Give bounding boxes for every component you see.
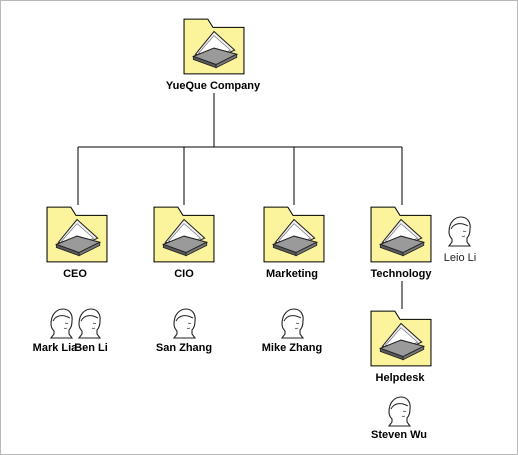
node-helpdesk-label: Helpdesk [376, 372, 426, 384]
user-icon [78, 308, 101, 339]
node-cio[interactable]: CIO [153, 206, 215, 280]
node-helpdesk[interactable]: Helpdesk [370, 310, 432, 384]
person-ben-li[interactable]: Ben Li [74, 308, 108, 354]
folder-scanner-icon [153, 206, 215, 263]
node-ceo[interactable]: CEO [46, 206, 108, 280]
folder-scanner-icon [370, 310, 432, 367]
person-mike-zhang-name: Mike Zhang [262, 342, 323, 354]
folder-scanner-icon [183, 18, 245, 75]
node-root-label: YueQue Company [166, 80, 261, 92]
person-mike-zhang[interactable]: Mike Zhang [262, 308, 323, 354]
person-leio-li[interactable]: Leio Li [444, 216, 476, 264]
node-technology-label: Technology [371, 268, 433, 280]
node-marketing[interactable]: Marketing [263, 206, 325, 280]
node-ceo-label: CEO [63, 268, 87, 280]
node-cio-label: CIO [174, 268, 194, 280]
user-icon [388, 396, 411, 427]
user-icon [173, 308, 196, 339]
person-mark-lia[interactable]: Mark Lia [33, 308, 79, 354]
person-mark-lia-name: Mark Lia [33, 342, 79, 354]
user-icon [281, 308, 304, 339]
folder-scanner-icon [370, 206, 432, 263]
node-root[interactable]: YueQue Company [166, 18, 261, 92]
user-icon [448, 216, 471, 247]
person-ben-li-name: Ben Li [74, 342, 108, 354]
person-leio-li-name: Leio Li [444, 252, 476, 264]
person-san-zhang-name: San Zhang [156, 342, 212, 354]
node-marketing-label: Marketing [266, 268, 318, 280]
folder-scanner-icon [46, 206, 108, 263]
person-san-zhang[interactable]: San Zhang [156, 308, 212, 354]
user-icon [50, 308, 73, 339]
folder-scanner-icon [263, 206, 325, 263]
person-steven-wu[interactable]: Steven Wu [371, 396, 427, 441]
person-steven-wu-name: Steven Wu [371, 429, 427, 441]
node-technology[interactable]: Technology [370, 206, 433, 280]
connector-lines [77, 93, 403, 309]
